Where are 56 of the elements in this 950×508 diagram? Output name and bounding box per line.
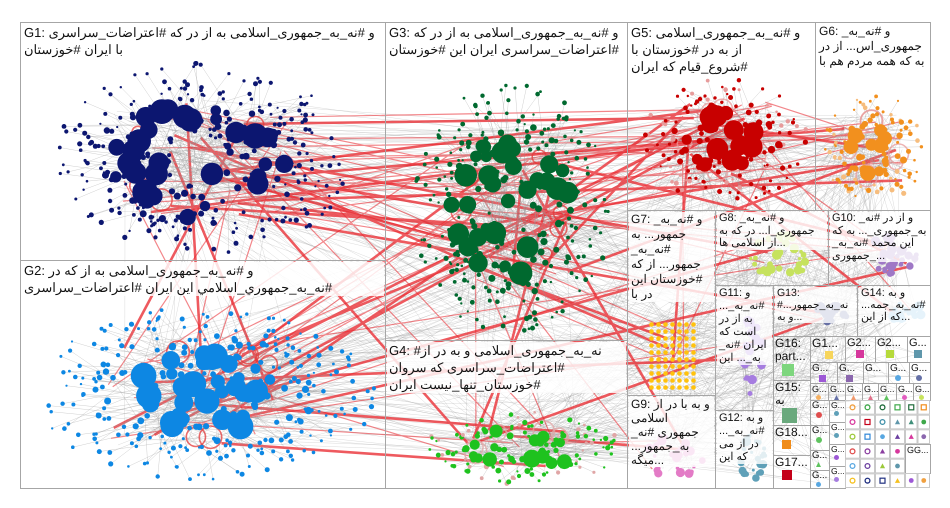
group-box xyxy=(828,210,931,286)
group-box xyxy=(857,285,931,337)
group-label: G11: و #نه_به_... به از در است که ایران #نه_به_... این xyxy=(717,287,772,365)
group-label: G... xyxy=(897,384,913,394)
group-label: G12: و به #نه_به_... در از می که این xyxy=(717,412,772,464)
group-box xyxy=(907,336,931,363)
group-label: G... xyxy=(811,363,830,374)
group-label: G1... xyxy=(811,337,840,350)
group-label: G... xyxy=(846,384,862,394)
group-label: G8: و #نه_به_جمهوری_ا... در که به از اسلامی ها... xyxy=(717,212,827,250)
group-label: G2... xyxy=(876,337,902,349)
group-box xyxy=(862,383,879,401)
group-label: G... xyxy=(811,426,828,436)
group-label: G7: و #نه_به_جمهور... به #نه_به_جمهور... از که #خوزستان این در با xyxy=(629,212,714,302)
group-box xyxy=(828,383,846,401)
group-label: G2... xyxy=(846,337,872,349)
group-label: G... xyxy=(811,384,828,394)
group-label: G4: #نه_به_جمهوری_اسلامی و به در از #اعتراضات_سراسری که سروان #خوزستان_تنها_نیست ایران xyxy=(387,342,626,393)
group-box xyxy=(810,470,830,489)
group-box xyxy=(829,466,846,489)
group-label: GG... xyxy=(906,445,930,455)
group-box xyxy=(878,383,897,401)
group-box xyxy=(715,410,774,489)
group-label: G... xyxy=(910,363,928,374)
group-label: G... xyxy=(830,423,845,432)
group-box xyxy=(909,362,931,384)
group-label: G... xyxy=(914,384,930,394)
group-label: G... xyxy=(830,401,845,410)
group-label: G2: و #نه_به_جمهوری_اسلامی به از که در #نه_به_جمهوري_اسلامي این ایران #اعتراضات_سراسری xyxy=(22,262,384,296)
group-label: G... xyxy=(863,384,878,394)
group-label: G17... xyxy=(774,456,809,469)
group-label: G16: part... xyxy=(774,337,807,363)
group-box xyxy=(905,444,931,474)
group-label: G... xyxy=(889,363,908,374)
group-box xyxy=(845,383,863,401)
group-box xyxy=(385,340,628,489)
group-label: G... xyxy=(811,451,828,461)
group-box xyxy=(896,383,914,401)
group-label: G... xyxy=(830,467,845,476)
group-label: G... xyxy=(908,337,928,349)
group-label: G15: به xyxy=(774,381,802,407)
group-box xyxy=(810,383,829,401)
group-label: G... xyxy=(829,384,845,394)
group-label: G... xyxy=(879,384,896,394)
group-box xyxy=(913,383,931,401)
group-label: G... xyxy=(864,363,882,374)
group-label: G... xyxy=(811,471,828,481)
group-label: G18... xyxy=(774,426,809,439)
group-label: G... xyxy=(811,401,828,411)
group-label: G... xyxy=(838,363,856,374)
group-label: G13: #نه_به_جمهور... و به... xyxy=(775,287,856,323)
group-label: G... xyxy=(830,445,845,454)
group-box xyxy=(627,395,716,489)
group-label: G9: و به با در از اسلامی جمهوری #نه_به_جمهور... میگه... xyxy=(629,397,714,467)
group-box xyxy=(815,22,931,211)
group-box xyxy=(773,455,811,489)
